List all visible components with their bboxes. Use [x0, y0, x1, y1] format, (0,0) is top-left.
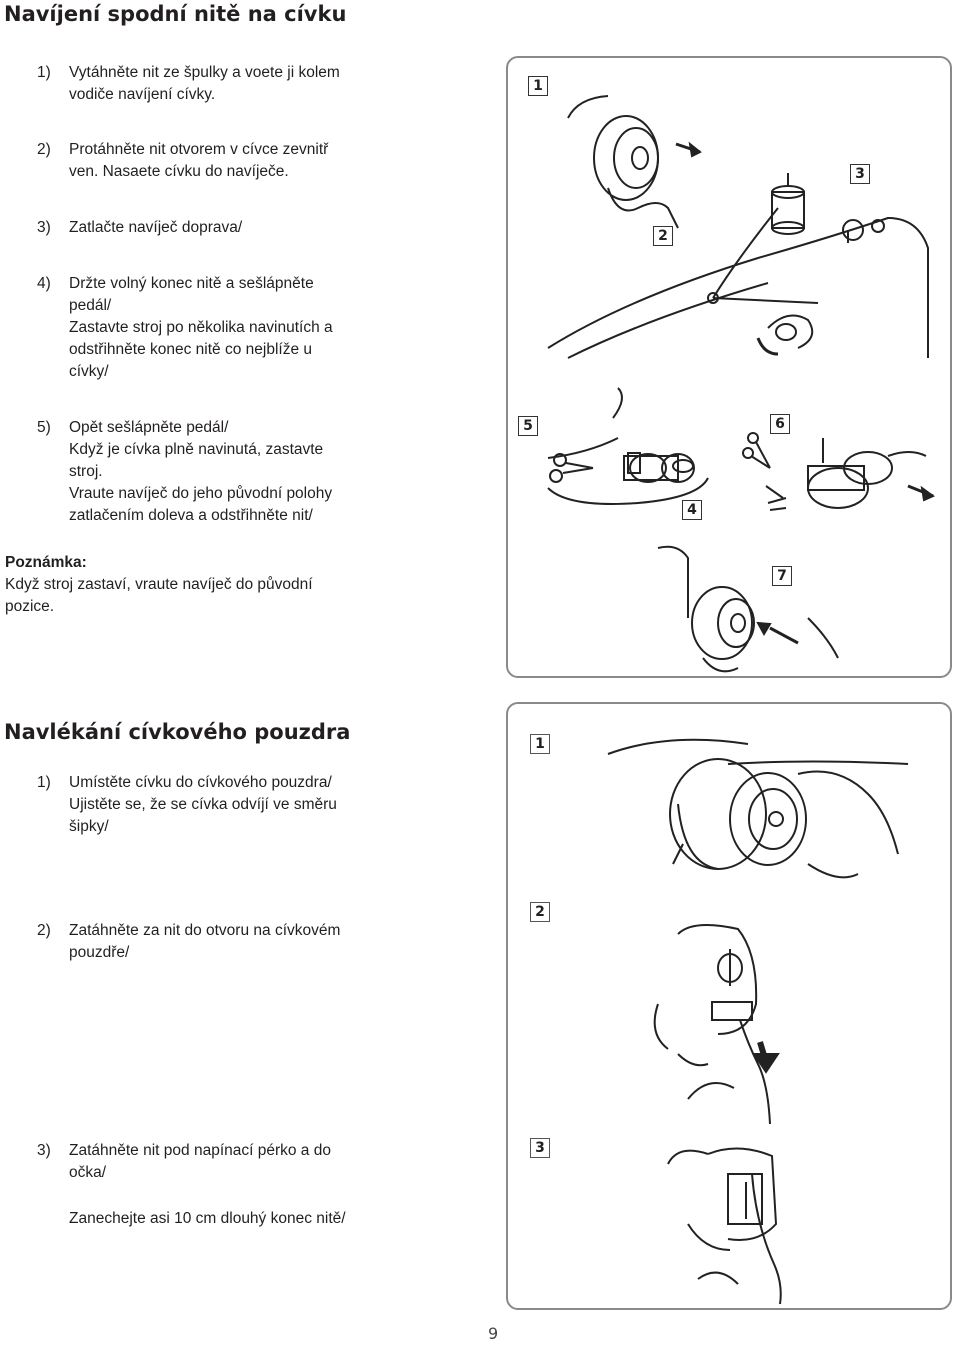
- step-text: ven. Nasaete cívku do navíječe.: [69, 163, 289, 180]
- figure-label: 1: [528, 76, 548, 96]
- step-number: 2): [37, 141, 51, 158]
- step-text: Držte volný konec nitě a sešlápněte: [69, 275, 314, 292]
- step-number: 4): [37, 275, 51, 292]
- step-text: odstřihněte konec nitě co nejblíže u: [69, 341, 312, 358]
- bobbin-winding-illustration-panel: 1 2 3 4 5 6 7: [506, 56, 952, 678]
- note-text: Když stroj zastaví, vraute navíječ do pů…: [5, 576, 313, 593]
- step-number: 1): [37, 64, 51, 81]
- step-text: Když je cívka plně navinutá, zastavte: [69, 441, 324, 458]
- note-text: pozice.: [5, 598, 55, 615]
- figure-label: 5: [518, 416, 538, 436]
- step-number: 1): [37, 774, 51, 791]
- step-number: 3): [37, 219, 51, 236]
- section-title-bobbin-case: Navlékání cívkového pouzdra: [4, 720, 351, 744]
- step-text: cívky/: [69, 363, 109, 380]
- step-text: očka/: [69, 1164, 107, 1181]
- note-title: Poznámka:: [5, 554, 87, 571]
- figure-label: 6: [770, 414, 790, 434]
- step-text: Protáhněte nit otvorem v cívce zevnitř: [69, 141, 329, 158]
- step-text: Zatáhněte za nit do otvoru na cívkovém: [69, 922, 341, 939]
- step-text: Zanechejte asi 10 cm dlouhý konec nitě/: [69, 1210, 346, 1227]
- page-number: 9: [488, 1324, 499, 1343]
- step-number: 5): [37, 419, 51, 436]
- step-number: 2): [37, 922, 51, 939]
- step-number: 3): [37, 1142, 51, 1159]
- bobbin-case-illustration-panel: 1 2 3: [506, 702, 952, 1310]
- figure-label: 3: [850, 164, 870, 184]
- step-text: stroj.: [69, 463, 103, 480]
- figure-label: 2: [653, 226, 673, 246]
- bobbin-winder-drawing: [547, 95, 935, 673]
- figure-label: 1: [530, 734, 550, 754]
- step-text: Zatlačte navíječ doprava/: [69, 219, 243, 236]
- figure-label: 4: [682, 500, 702, 520]
- step-text: zatlačením doleva a odstřihněte nit/: [69, 507, 313, 524]
- step-text: Zastavte stroj po několika navinutích a: [69, 319, 333, 336]
- figure-label: 3: [530, 1138, 550, 1158]
- figure-label: 2: [530, 902, 550, 922]
- step-text: šipky/: [69, 818, 109, 835]
- step-text: Vytáhněte nit ze špulky a voete ji kolem: [69, 64, 340, 81]
- step-text: Opět sešlápněte pedál/: [69, 419, 229, 436]
- figure-label: 7: [772, 566, 792, 586]
- step-text: Umístěte cívku do cívkového pouzdra/: [69, 774, 332, 791]
- bobbin-case-drawing: [607, 738, 909, 1305]
- step-text: Zatáhněte nit pod napínací pérko a do: [69, 1142, 331, 1159]
- step-text: vodiče navíjení cívky.: [69, 86, 216, 103]
- step-text: Vraute navíječ do jeho původní polohy: [69, 485, 333, 502]
- step-text: pouzdře/: [69, 944, 130, 961]
- section-title-bobbin-winding: Navíjení spodní nitě na cívku: [4, 2, 347, 26]
- step-text: Ujistěte se, že se cívka odvíjí ve směru: [69, 796, 337, 813]
- final-note: Zanechejte asi 10 cm dlouhý konec nitě/: [69, 1208, 489, 1230]
- step-text: pedál/: [69, 297, 112, 314]
